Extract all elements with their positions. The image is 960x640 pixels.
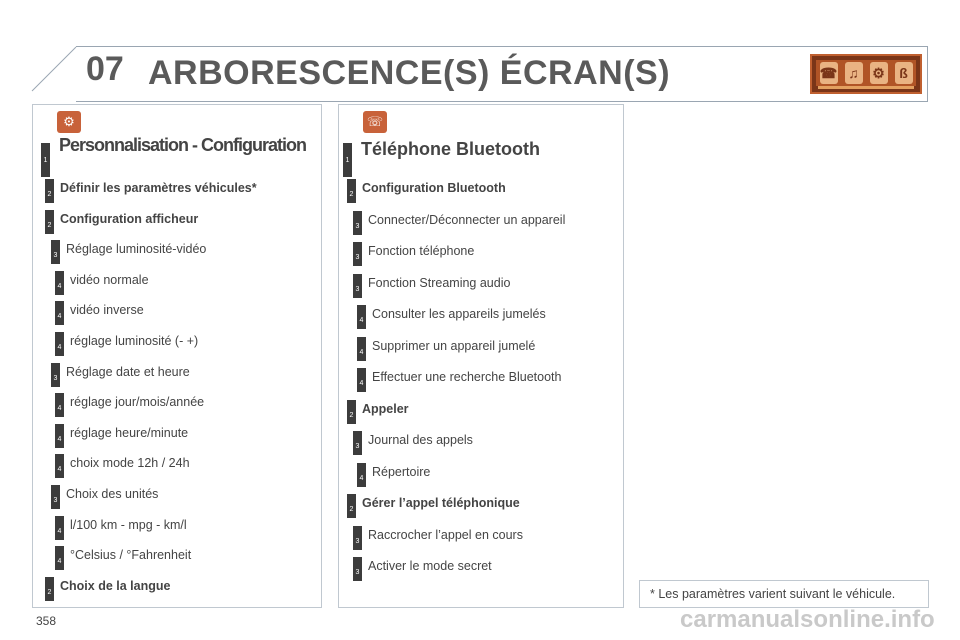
bluetooth-icon: ß — [894, 62, 913, 84]
menu-item-label: Activer le mode secret — [368, 559, 492, 573]
level-marker: 3 — [51, 485, 60, 509]
header-diagonal-line — [31, 46, 77, 92]
header-frame — [76, 46, 928, 102]
menu-item-label: Raccrocher l’appel en cours — [368, 527, 523, 542]
level-marker: 4 — [55, 301, 64, 326]
level-marker: 4 — [55, 332, 64, 356]
phone-icon: ☎ — [819, 62, 838, 84]
level-marker: 2 — [45, 576, 54, 601]
menu-item-label: Journal des appels — [368, 433, 473, 447]
level-marker: 2 — [45, 179, 54, 203]
menu-item-label: Fonction téléphone — [368, 244, 475, 258]
watermark: carmanualsonline.info — [680, 606, 935, 633]
menu-item-label: vidéo inverse — [70, 303, 144, 318]
level-marker: 3 — [51, 362, 60, 387]
level-marker: 3 — [353, 242, 362, 266]
level-marker: 2 — [347, 399, 356, 424]
menu-item-label: Gérer l’appel téléphonique — [362, 496, 520, 510]
level-marker: 4 — [55, 515, 64, 540]
menu-item-label: Fonction Streaming audio — [368, 275, 511, 290]
level-marker: 2 — [347, 179, 356, 203]
level-marker: 4 — [55, 454, 64, 479]
level-marker: 3 — [353, 525, 362, 550]
level-marker: 3 — [353, 273, 362, 298]
menu-item-label: Configuration afficheur — [60, 211, 199, 226]
settings-icon: ⚙ — [57, 111, 81, 133]
menu-item-label: Réglage date et heure — [66, 364, 190, 379]
menu-item-label: l/100 km - mpg - km/l — [70, 517, 187, 532]
level-marker: 3 — [353, 557, 362, 581]
level-marker: 3 — [51, 240, 60, 265]
menu-item-label: Réglage luminosité-vidéo — [66, 242, 207, 257]
page-title: ARBORESCENCE(S) ÉCRAN(S) — [148, 54, 671, 92]
level-marker: 4 — [55, 546, 64, 571]
bluetooth-phone-icon: ☏ — [363, 111, 387, 133]
level-marker: 4 — [357, 368, 366, 392]
page-number: 358 — [36, 614, 57, 628]
menu-item-label: Choix des unités — [66, 487, 159, 501]
level-marker: 4 — [357, 462, 366, 487]
level-marker: 4 — [55, 393, 64, 418]
menu-item-label: réglage heure/minute — [70, 425, 189, 440]
badge-bar — [818, 86, 914, 89]
menu-item-label: réglage luminosité (- +) — [70, 334, 199, 348]
section-badge: ☎ ♫ ⚙ ß — [810, 54, 922, 94]
menu-item-label: Appeler — [362, 401, 409, 416]
settings-icon: ⚙ — [869, 62, 888, 84]
level-marker: 4 — [55, 270, 64, 295]
menu-item-label: réglage jour/mois/année — [70, 395, 205, 410]
section-heading-right: Téléphone Bluetooth — [361, 139, 540, 159]
level-marker: 2 — [347, 494, 356, 518]
menu-item-label: Choix de la langue — [60, 578, 171, 593]
level-marker: 3 — [353, 210, 362, 235]
radio-icon: ♫ — [844, 62, 863, 84]
menu-item-label: Effectuer une recherche Bluetooth — [372, 370, 562, 384]
menu-item-label: vidéo normale — [70, 272, 149, 287]
menu-item-label: Définir les paramètres véhicules* — [60, 181, 257, 195]
menu-item-label: Connecter/Déconnecter un appareil — [368, 212, 566, 227]
menu-item-label: Consulter les appareils jumelés — [372, 307, 546, 321]
menu-item-label: choix mode 12h / 24h — [70, 456, 190, 471]
menu-item-label: Supprimer un appareil jumelé — [372, 338, 536, 353]
menu-item-label: Répertoire — [372, 464, 431, 479]
footnote: * Les paramètres varient suivant le véhi… — [639, 580, 929, 608]
level-marker: 3 — [353, 431, 362, 455]
level-marker: 4 — [357, 305, 366, 329]
chapter-number: 07 — [86, 50, 124, 88]
menu-item-label: °Celsius / °Fahrenheit — [70, 548, 192, 563]
section-heading-left: Personnalisation - Configuration — [59, 135, 307, 155]
level-marker: 4 — [357, 336, 366, 361]
menu-item-label: Configuration Bluetooth — [362, 181, 506, 195]
level-marker: 2 — [45, 209, 54, 234]
level-marker: 4 — [55, 423, 64, 448]
